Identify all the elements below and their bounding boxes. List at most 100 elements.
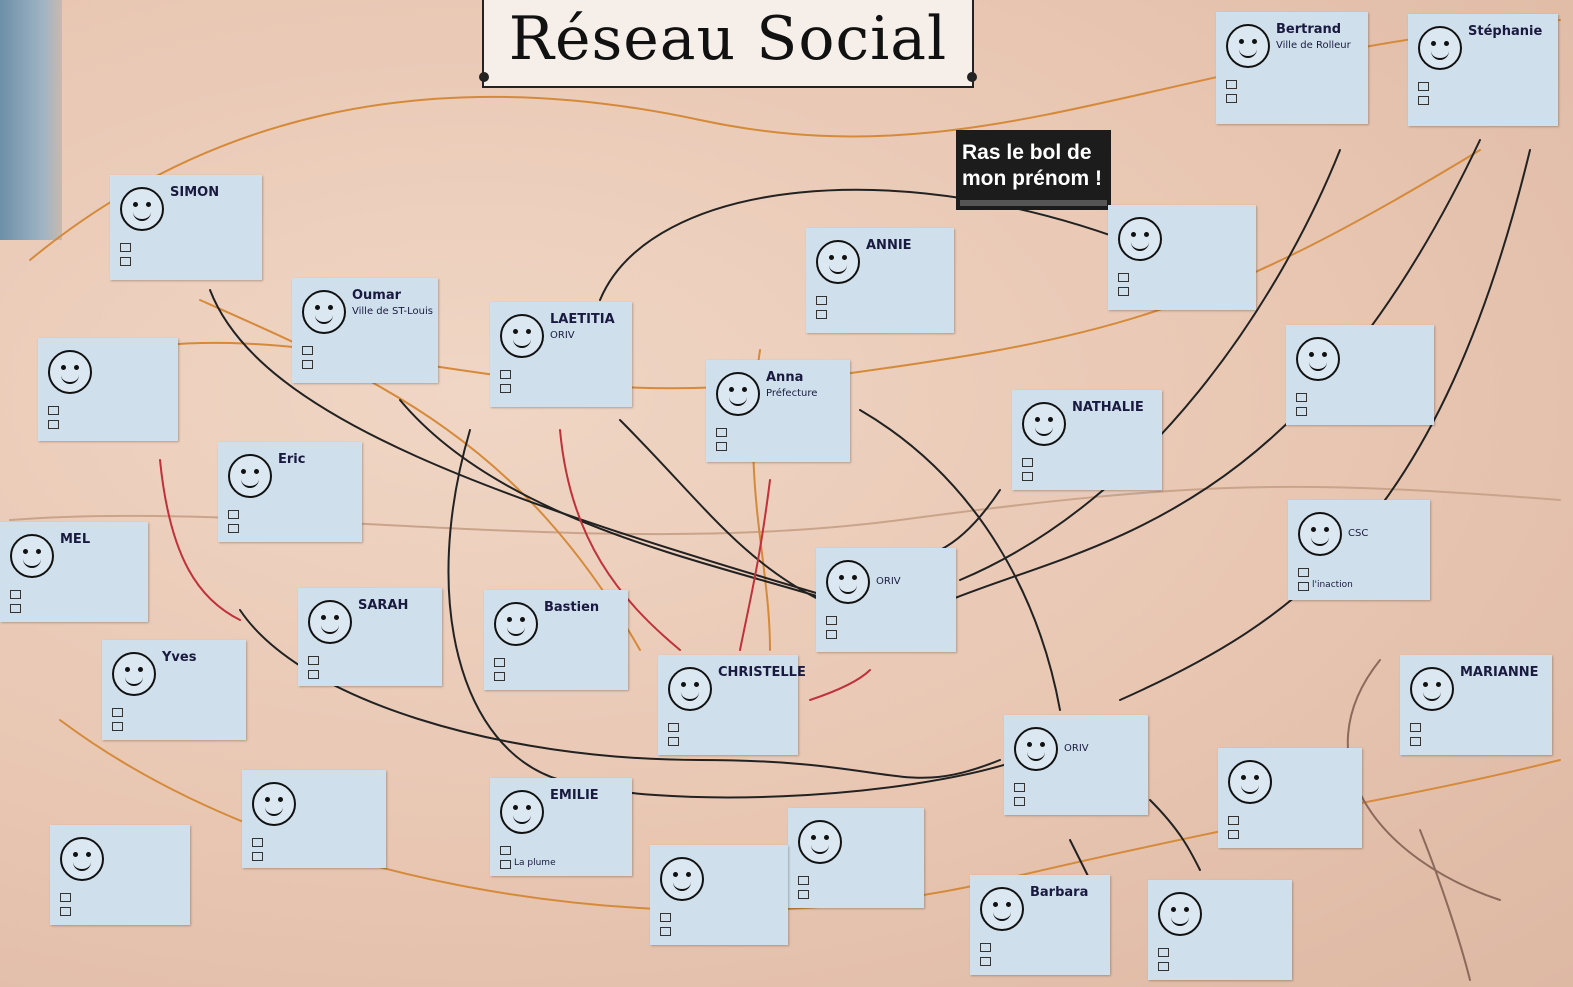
black-link [619, 419, 821, 601]
face-drawing-icon [980, 887, 1024, 931]
profile-card-christelle: CHRISTELLE [658, 655, 806, 755]
checkbox-icon [60, 893, 71, 902]
checkbox-icon [1410, 723, 1421, 732]
checkbox-icon [302, 360, 313, 369]
newspaper-clipping: Ras le bol de mon prénom ! [956, 130, 1111, 210]
checkbox-icon [1298, 582, 1309, 591]
profile-card-murielle: ORIV [1004, 715, 1148, 815]
checkbox-icon [1228, 816, 1239, 825]
face-drawing-icon [716, 372, 760, 416]
face-drawing-icon [302, 290, 346, 334]
pin-icon [967, 72, 977, 82]
card-name: Bastien [544, 600, 600, 615]
checkbox-icon [1418, 96, 1429, 105]
orange-thread [79, 149, 1481, 390]
grey-link [1419, 829, 1471, 981]
profile-card-gilda [1218, 748, 1362, 848]
face-drawing-icon [816, 240, 860, 284]
face-drawing-icon [1296, 337, 1340, 381]
profile-card-nathalie: NATHALIE [1012, 390, 1162, 490]
checkbox-icon [10, 604, 21, 613]
face-drawing-icon [120, 187, 164, 231]
profile-card-orange-card [1148, 880, 1292, 980]
red-arrow [739, 479, 771, 651]
profile-card-barbara: Barbara [970, 875, 1110, 975]
profile-card-yves: Yves [102, 640, 246, 740]
face-drawing-icon [1410, 667, 1454, 711]
face-drawing-icon [308, 600, 352, 644]
grey-link [1346, 659, 1501, 901]
profile-card-marianne: MARIANNE [1400, 655, 1552, 755]
poster-title-card: Réseau Social [479, 0, 977, 88]
profile-card-sarah: SARAH [298, 588, 442, 686]
profile-card-bottom-center [650, 845, 788, 945]
profile-card-nicolas: CSC l'inaction [1288, 500, 1430, 600]
checkbox-icon [1118, 287, 1129, 296]
checkbox-icon [494, 658, 505, 667]
red-arrow [159, 459, 241, 621]
clipping-caption-strip [960, 200, 1107, 206]
checkbox-icon [120, 243, 131, 252]
card-name: Bertrand [1276, 22, 1342, 37]
profile-card-annie: ANNIE [806, 228, 954, 333]
face-drawing-icon [60, 837, 104, 881]
card-line-2: l'inaction [1312, 580, 1353, 590]
profile-card-samia [1286, 325, 1434, 425]
black-link [949, 139, 1481, 601]
profile-card-bottom-left-blank [50, 825, 190, 925]
checkbox-icon [1296, 393, 1307, 402]
checkbox-icon [228, 524, 239, 533]
profile-card-top-right-blank [1108, 205, 1256, 310]
black-link [859, 409, 1061, 711]
card-name: Stéphanie [1468, 24, 1543, 39]
card-name: MARIANNE [1460, 665, 1539, 680]
face-drawing-icon [1418, 26, 1462, 70]
checkbox-icon [1118, 273, 1129, 282]
checkbox-icon [1296, 407, 1307, 416]
checkbox-icon [1226, 80, 1237, 89]
card-name: ANNIE [866, 238, 912, 253]
checkbox-icon [228, 510, 239, 519]
face-drawing-icon [494, 602, 538, 646]
checkbox-icon [120, 257, 131, 266]
checkbox-icon [668, 737, 679, 746]
checkbox-icon [112, 722, 123, 731]
checkbox-icon [1228, 830, 1239, 839]
red-arrow [809, 669, 871, 701]
checkbox-icon [1158, 948, 1169, 957]
face-drawing-icon [228, 454, 272, 498]
checkbox-icon [660, 913, 671, 922]
checkbox-icon [10, 590, 21, 599]
poster-title: Réseau Social [508, 4, 948, 74]
card-name: Anna [766, 370, 804, 385]
face-drawing-icon [112, 652, 156, 696]
black-link [399, 399, 831, 601]
card-organization: CSC [1348, 528, 1369, 539]
checkbox-icon [252, 852, 263, 861]
face-drawing-icon [10, 534, 54, 578]
checkbox-icon [500, 860, 511, 869]
checkbox-icon [1022, 472, 1033, 481]
profile-card-stephanie: Stéphanie [1408, 14, 1558, 126]
checkbox-icon [112, 708, 123, 717]
black-link [599, 188, 1151, 301]
face-drawing-icon [252, 782, 296, 826]
face-drawing-icon [500, 314, 544, 358]
card-organization: ORIV [550, 330, 575, 341]
profile-card-bottom-mid [788, 808, 924, 908]
card-organization: Ville de Rolleur [1276, 40, 1351, 51]
profile-card-center-card: ORIV [816, 548, 956, 652]
face-drawing-icon [500, 790, 544, 834]
card-organization: ORIV [1064, 743, 1089, 754]
checkbox-icon [494, 672, 505, 681]
checkbox-icon [798, 876, 809, 885]
profile-card-simon: SIMON [110, 175, 262, 280]
checkbox-icon [798, 890, 809, 899]
profile-card-marie-left [38, 338, 178, 441]
checkbox-icon [1410, 737, 1421, 746]
black-link [959, 149, 1341, 581]
